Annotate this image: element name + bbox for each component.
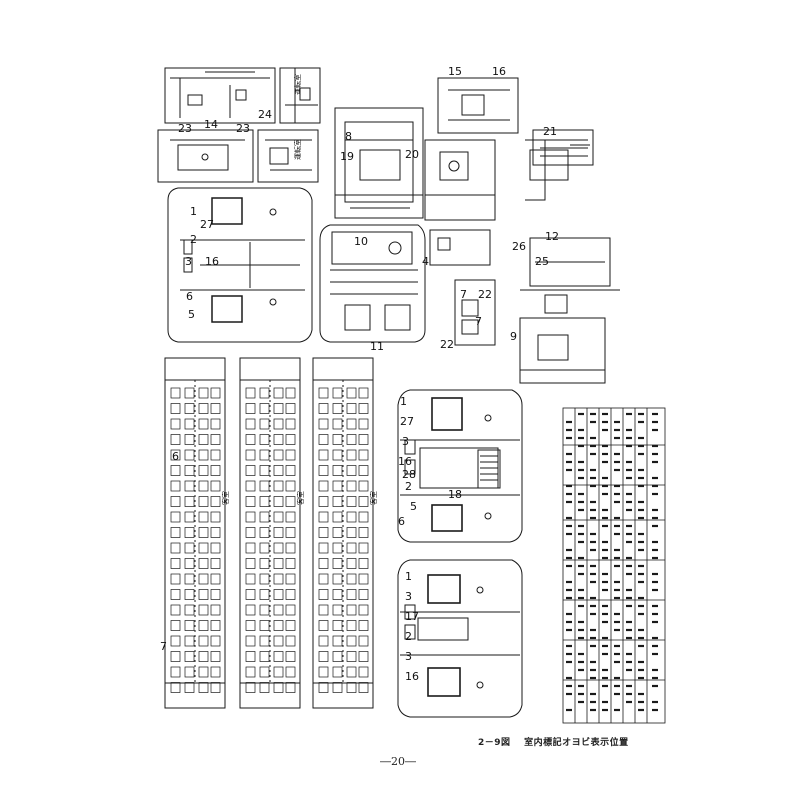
figure-title: 室内標記オヨビ表示位置 xyxy=(524,738,629,748)
callout-number: 7 xyxy=(475,315,482,328)
callout-number: 3 xyxy=(405,650,412,663)
callout-number: 16 xyxy=(205,255,219,268)
spec-table xyxy=(562,407,666,724)
detail-panel-top-mid xyxy=(279,67,321,124)
callout-number: 20 xyxy=(405,148,419,161)
callout-number: 28 xyxy=(402,468,416,481)
cabinet-module-right xyxy=(437,77,519,134)
callout-number: 5 xyxy=(410,500,417,513)
callout-number: 25 xyxy=(535,255,549,268)
car-plan-2 xyxy=(239,357,301,709)
callout-number: 22 xyxy=(478,288,492,301)
callout-number: 2 xyxy=(405,480,412,493)
callout-number: 27 xyxy=(200,218,214,231)
callout-number: 6 xyxy=(172,450,179,463)
callout-number: 22 xyxy=(440,338,454,351)
side-label: 運転室 xyxy=(293,139,302,160)
callout-number: 1 xyxy=(405,570,412,583)
callout-number: 11 xyxy=(370,340,384,353)
gangway-module xyxy=(319,224,426,343)
callout-number: 3 xyxy=(402,435,409,448)
side-label: 客室 xyxy=(369,491,378,505)
right-elevation-3 xyxy=(519,317,606,384)
callout-number: 19 xyxy=(340,150,354,163)
figure-number: 2－9図 xyxy=(478,738,511,748)
callout-number: 7 xyxy=(460,288,467,301)
callout-number: 26 xyxy=(512,240,526,253)
callout-number: 5 xyxy=(188,308,195,321)
callout-number: 24 xyxy=(258,108,272,121)
detail-panel-top-left xyxy=(164,67,276,124)
callout-number: 2 xyxy=(405,630,412,643)
callout-number: 3 xyxy=(185,255,192,268)
callout-number: 17 xyxy=(405,610,419,623)
cab-plan-top xyxy=(167,187,313,343)
callout-number: 1 xyxy=(400,395,407,408)
figure-caption: 2－9図 室内標記オヨビ表示位置 xyxy=(478,735,629,748)
callout-number: 8 xyxy=(345,130,352,143)
right-elevation-1 xyxy=(525,139,590,201)
callout-number: 3 xyxy=(405,590,412,603)
callout-number: 12 xyxy=(545,230,559,243)
callout-number: 1 xyxy=(190,205,197,218)
callout-number: 23 xyxy=(236,122,250,135)
callout-number: 16 xyxy=(398,455,412,468)
detail-panel-mid-small xyxy=(257,129,319,183)
callout-number: 27 xyxy=(400,415,414,428)
callout-number: 6 xyxy=(398,515,405,528)
callout-number: 15 xyxy=(448,65,462,78)
sink-module xyxy=(424,139,496,221)
callout-number: 23 xyxy=(178,122,192,135)
callout-number: 10 xyxy=(354,235,368,248)
callout-number: 16 xyxy=(492,65,506,78)
callout-number: 14 xyxy=(204,118,218,131)
right-top-spec-block xyxy=(532,129,594,166)
small-detail-right-2 xyxy=(454,279,496,346)
page-number: ―20― xyxy=(380,755,416,768)
callout-number: 21 xyxy=(543,125,557,138)
right-elevation-2 xyxy=(520,237,620,314)
cab-plan-right-1 xyxy=(397,389,523,543)
car-plan-1 xyxy=(164,357,226,709)
side-label: 客室 xyxy=(296,491,305,505)
callout-number: 6 xyxy=(186,290,193,303)
callout-number: 18 xyxy=(448,488,462,501)
callout-number: 4 xyxy=(422,255,429,268)
callout-number: 16 xyxy=(405,670,419,683)
washroom-module xyxy=(334,107,424,219)
callout-number: 7 xyxy=(160,640,167,653)
callout-number: 2 xyxy=(190,233,197,246)
side-label: 客室 xyxy=(221,491,230,505)
side-label: 運転室 xyxy=(293,74,302,95)
car-plan-3 xyxy=(312,357,374,709)
small-detail-right-1 xyxy=(429,229,491,266)
detail-panel-left-small xyxy=(157,129,254,183)
cab-plan-right-2 xyxy=(397,559,523,718)
callout-number: 9 xyxy=(510,330,517,343)
